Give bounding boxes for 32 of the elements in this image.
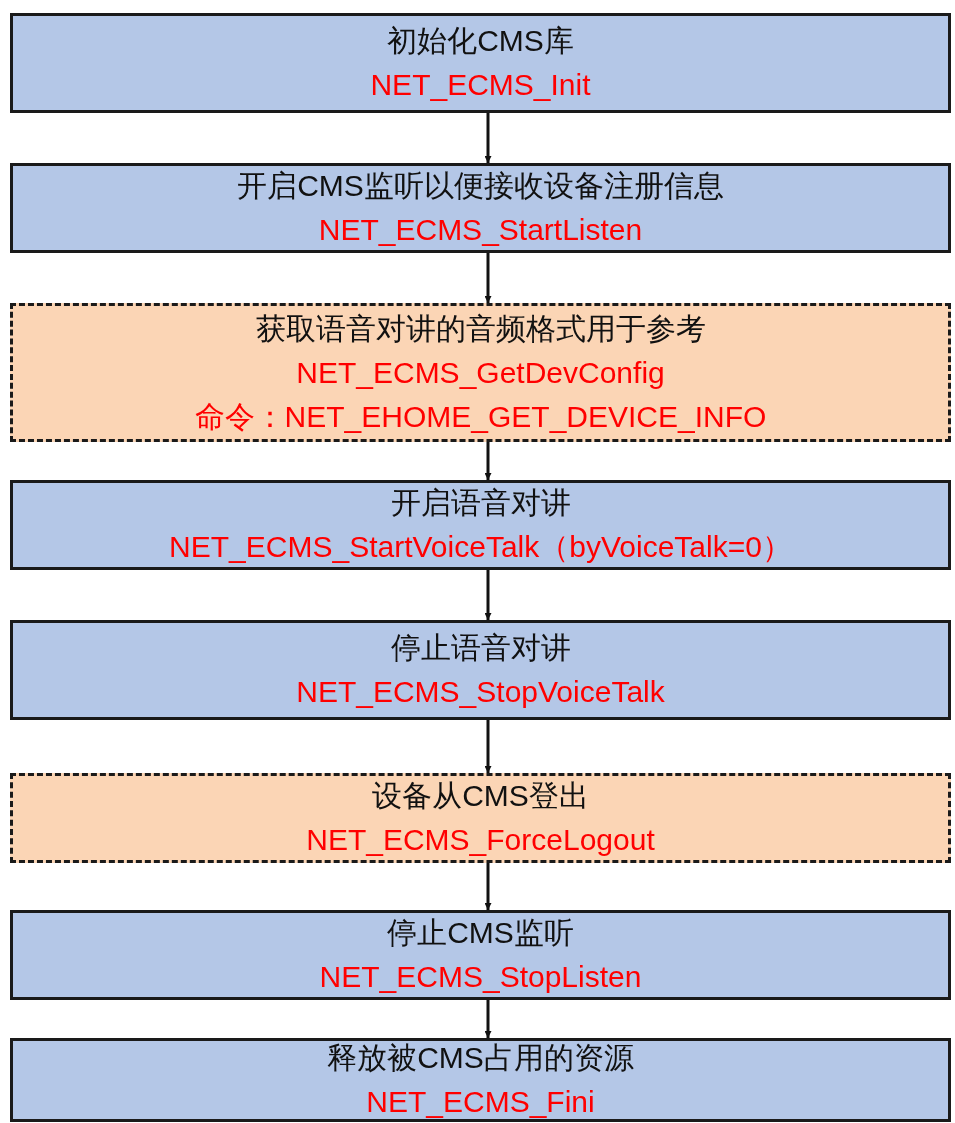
function-name: NET_ECMS_StartListen — [318, 212, 643, 248]
arrow — [484, 113, 492, 163]
process-box — [10, 163, 951, 253]
arrow — [484, 863, 492, 910]
step-title: 停止CMS监听 — [387, 915, 574, 951]
process-box — [10, 480, 951, 570]
arrow — [484, 253, 492, 303]
function-name: NET_ECMS_Fini — [366, 1084, 595, 1120]
step-title: 开启语音对讲 — [390, 485, 571, 521]
function-name: NET_ECMS_StartVoiceTalk（byVoiceTalk=0） — [169, 529, 792, 565]
step-title: 初始化CMS库 — [387, 23, 574, 59]
function-name: NET_ECMS_ForceLogout — [306, 822, 655, 858]
process-box — [10, 620, 951, 720]
process-box — [10, 910, 951, 1000]
step-title: 开启CMS监听以便接收设备注册信息 — [237, 168, 724, 204]
arrow — [484, 720, 492, 773]
arrow — [484, 442, 492, 480]
process-box — [10, 303, 951, 442]
arrow — [484, 570, 492, 620]
step-title: 释放被CMS占用的资源 — [327, 1040, 634, 1076]
step-title: 停止语音对讲 — [390, 630, 571, 666]
function-name: NET_ECMS_StopListen — [319, 959, 642, 995]
function-name: 命令：NET_EHOME_GET_DEVICE_INFO — [194, 398, 767, 435]
arrow — [484, 1000, 492, 1038]
process-box — [10, 1038, 951, 1122]
step-title: 获取语音对讲的音频格式用于参考 — [255, 310, 706, 347]
process-box — [10, 13, 951, 113]
process-box — [10, 773, 951, 863]
function-name: NET_ECMS_Init — [370, 67, 591, 103]
step-title: 设备从CMS登出 — [372, 778, 589, 814]
function-name: NET_ECMS_StopVoiceTalk — [296, 674, 665, 710]
function-name: NET_ECMS_GetDevConfig — [296, 354, 665, 391]
